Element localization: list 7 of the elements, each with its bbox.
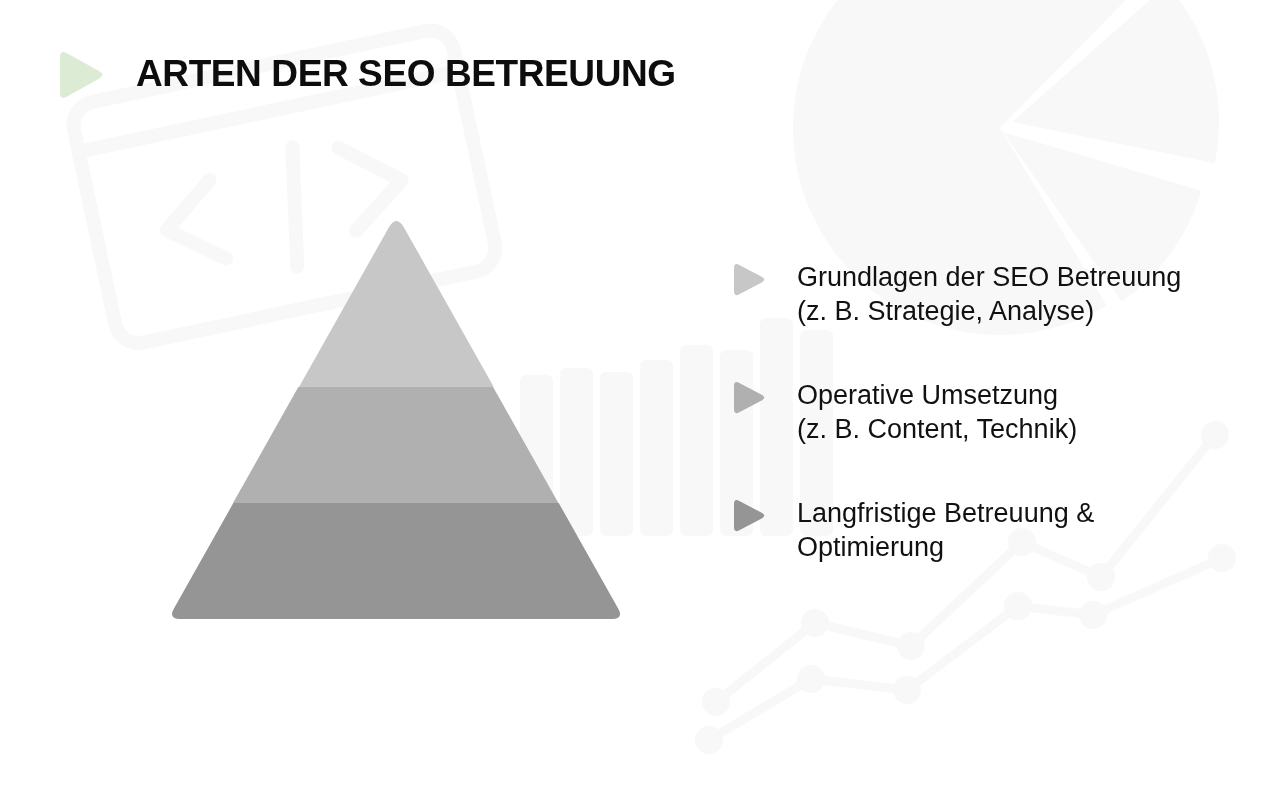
legend-label: Grundlagen der SEO Betreuung (z. B. Strategie, Analyse) bbox=[797, 261, 1183, 328]
legend-label: Operative Umsetzung (z. B. Content, Technik) bbox=[797, 379, 1079, 446]
pyramid-layer bbox=[298, 220, 494, 387]
pyramid-layer bbox=[171, 503, 621, 619]
pyramid-layer bbox=[233, 387, 559, 503]
title: ARTEN DER SEO BETREUUNG bbox=[136, 52, 676, 96]
legend-label: Langfristige Betreuung & Optimierung bbox=[797, 497, 1096, 564]
